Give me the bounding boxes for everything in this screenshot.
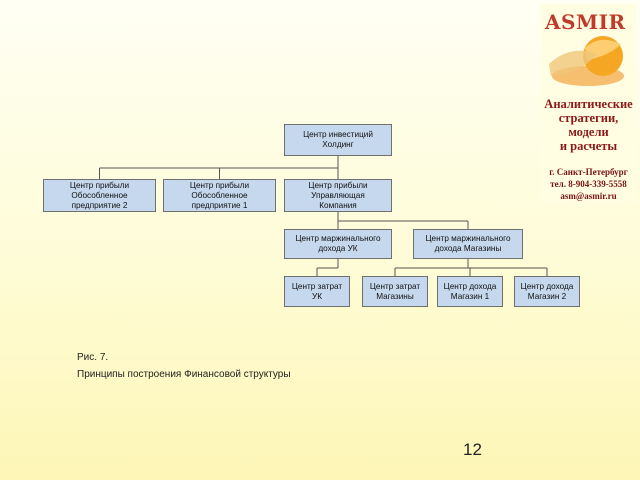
logo-email: asm@asmir.ru	[560, 191, 617, 201]
logo-tagline-1: Аналитические	[544, 97, 633, 111]
node-profit2: Центр прибыли Обособленное предприятие 2	[43, 179, 156, 212]
figure-caption-number: Рис. 7.	[77, 352, 109, 363]
node-holding: Центр инвестиций Холдинг	[284, 124, 392, 156]
node-income-shop2: Центр дохода Магазин 2	[514, 276, 580, 307]
node-profit-uk: Центр прибыли Управляющая Компания	[284, 179, 392, 212]
asmir-emblem-icon	[549, 36, 624, 86]
node-profit1: Центр прибыли Обособленное предприятие 1	[163, 179, 276, 212]
node-margin-shops: Центр маржинального дохода Магазины	[413, 229, 523, 259]
logo-tagline-2: стратегии,	[558, 111, 619, 125]
asmir-logo: ASMIR Аналитические стратегии, модели и …	[541, 4, 636, 204]
logo-tagline-3: модели	[568, 125, 609, 139]
logo-city: г. Санкт-Петербург	[549, 167, 628, 177]
logo-tagline-4: и расчеты	[559, 139, 618, 153]
page-number: 12	[463, 440, 482, 459]
asmir-wordmark: ASMIR	[545, 10, 626, 34]
figure-caption-title: Принципы построения Финансовой структуры	[77, 369, 291, 380]
node-income-shop1: Центр дохода Магазин 1	[437, 276, 503, 307]
node-cost-uk: Центр затрат УК	[284, 276, 350, 307]
node-margin-uk: Центр маржинального дохода УК	[284, 229, 392, 259]
node-cost-shops: Центр затрат Магазины	[362, 276, 428, 307]
logo-phone: тел. 8-904-339-5558	[550, 179, 627, 189]
